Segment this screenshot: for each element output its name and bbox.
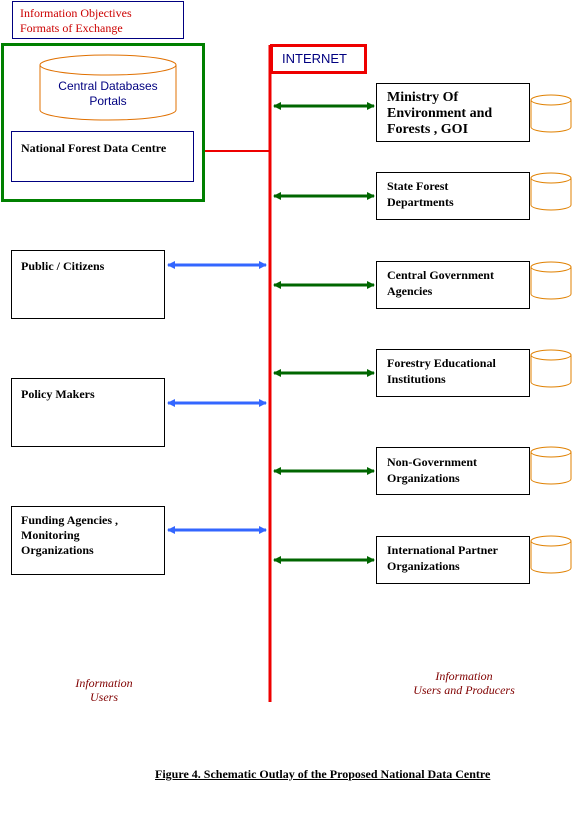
user-label-public: Public / Citizens [21, 259, 105, 273]
internet-label-box: INTERNET [270, 44, 367, 74]
producer-label-international: International Partner Organizations [387, 543, 498, 573]
info-objectives-box: Information Objectives Formats of Exchan… [12, 1, 184, 39]
nfdc-box: National Forest Data Centre [11, 131, 194, 182]
producer-box-international: International Partner Organizations [376, 536, 530, 584]
users-caption-line2: Users [89, 690, 118, 704]
users-caption-line1: Information [75, 676, 133, 690]
cylinder-ministry [530, 94, 572, 133]
user-label-funding: Funding Agencies , Monitoring Organizati… [21, 513, 119, 557]
figure-caption-text: Figure 4. Schematic Outlay of the Propos… [155, 767, 491, 781]
cylinder-international [530, 535, 572, 574]
central-databases-line1: Central Databases [58, 79, 158, 93]
user-box-funding: Funding Agencies , Monitoring Organizati… [11, 506, 165, 575]
producer-box-central-govt: Central Government Agencies [376, 261, 530, 309]
producer-box-state-forest: State Forest Departments [376, 172, 530, 220]
producer-box-ministry: Ministry Of Environment and Forests , GO… [376, 83, 530, 142]
central-data-centre-frame [1, 43, 205, 202]
producer-label-ministry: Ministry Of Environment and Forests , GO… [387, 90, 493, 137]
producer-label-state-forest: State Forest Departments [387, 179, 454, 209]
figure-caption: Figure 4. Schematic Outlay of the Propos… [155, 767, 555, 782]
info-objectives-line1: Information Objectives [20, 6, 132, 20]
cylinder-central-govt [530, 261, 572, 300]
cylinder-state-forest [530, 172, 572, 211]
cylinder-forestry-edu [530, 349, 572, 388]
producers-caption: Information Users and Producers [384, 669, 544, 697]
internet-label: INTERNET [282, 51, 347, 66]
central-databases-line2: Portals [89, 94, 127, 108]
users-caption: Information Users [40, 676, 168, 704]
producer-box-ngo: Non-Government Organizations [376, 447, 530, 495]
central-database-cylinder [39, 54, 177, 121]
central-databases-label: Central Databases Portals [40, 79, 176, 109]
user-box-policy: Policy Makers [11, 378, 165, 447]
user-box-public: Public / Citizens [11, 250, 165, 319]
producer-label-ngo: Non-Government Organizations [387, 455, 477, 485]
cylinder-ngo [530, 446, 572, 485]
producer-box-forestry-edu: Forestry Educational Institutions [376, 349, 530, 397]
producers-caption-line2: Users and Producers [413, 683, 515, 697]
producers-caption-line1: Information [435, 669, 493, 683]
producer-label-central-govt: Central Government Agencies [387, 268, 494, 298]
nfdc-label: National Forest Data Centre [21, 141, 167, 155]
producer-label-forestry-edu: Forestry Educational Institutions [387, 356, 496, 386]
info-objectives-line2: Formats of Exchange [20, 21, 123, 35]
producer-cylinders [530, 94, 572, 574]
user-label-policy: Policy Makers [21, 387, 95, 401]
